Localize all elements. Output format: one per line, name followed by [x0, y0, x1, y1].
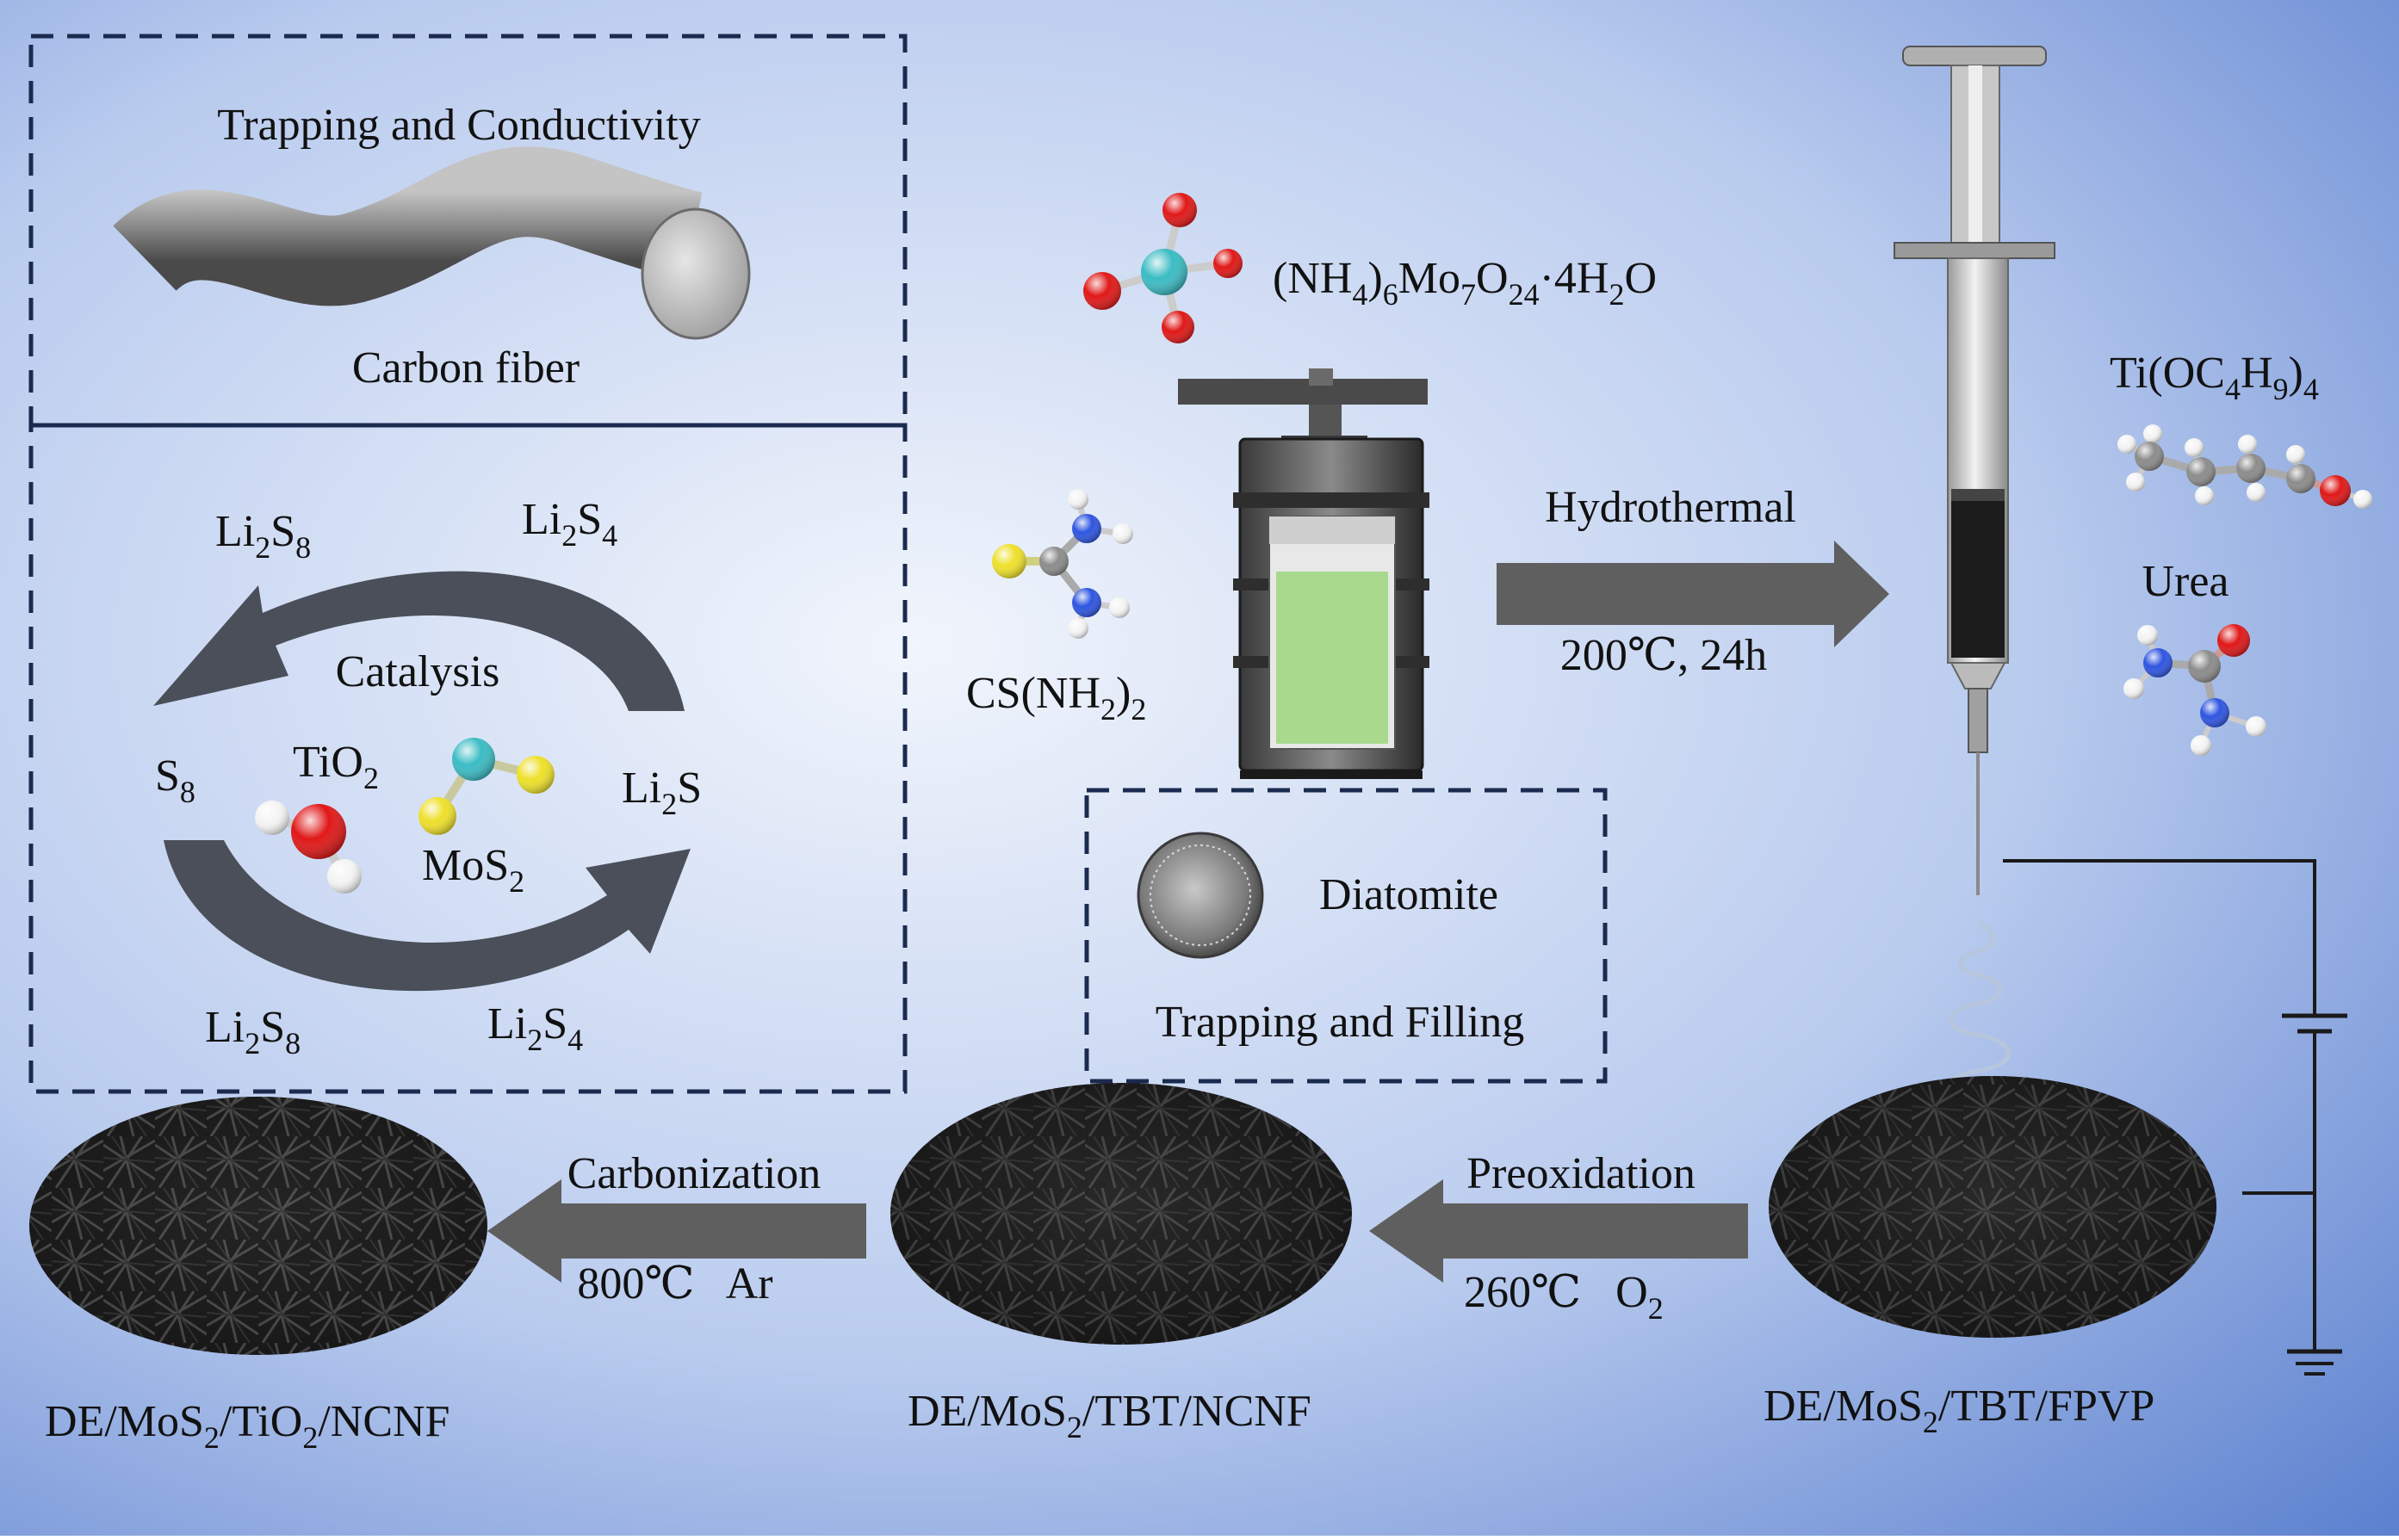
product-final-label: DE/MoS2/TiO2/NCNF — [45, 1397, 449, 1455]
species-top-left: Li2S8 — [215, 507, 311, 565]
diatomite-caption: Trapping and Filling — [1156, 998, 1525, 1047]
diatomite-panel-border — [1084, 788, 1608, 1084]
catalysis-panel-border — [28, 423, 908, 1094]
species-bottom-left: Li2S8 — [205, 1003, 301, 1061]
mos2-molecule — [418, 738, 555, 835]
molybdate-formula: (NH4)6Mo7O24·4H2O — [1273, 254, 1657, 312]
mat-fpvp — [1769, 1076, 2216, 1338]
carbon-fiber-caption: Carbon fiber — [352, 343, 580, 393]
tio2-molecule — [255, 801, 362, 894]
product-fpvp-label: DE/MoS2/TBT/FPVP — [1764, 1382, 2154, 1439]
urea-label: Urea — [2142, 557, 2229, 606]
cycle-arrow-top — [153, 571, 685, 711]
tbt-formula: Ti(OC4H9)4 — [2110, 349, 2319, 406]
molybdate-molecule — [1083, 193, 1243, 343]
species-top-right: Li2S4 — [522, 495, 617, 553]
preoxidation-label: Preoxidation — [1466, 1149, 1695, 1198]
carbon-fiber-title: Trapping and Conductivity — [217, 101, 700, 150]
diatomite-particle-icon — [1137, 832, 1264, 959]
syringe-illustration — [1894, 46, 2055, 895]
tio2-label: TiO2 — [293, 738, 379, 795]
urea-molecule — [2123, 624, 2266, 756]
mat-final — [29, 1097, 487, 1355]
preoxidation-arrow — [1369, 1179, 1748, 1283]
hydrothermal-label: Hydrothermal — [1545, 483, 1796, 532]
diatomite-particle-rim — [1150, 844, 1251, 946]
thiourea-formula: CS(NH2)2 — [966, 669, 1146, 727]
lithium-sulfide-node: Li2S — [622, 764, 702, 821]
cycle-arrow-bottom — [164, 840, 691, 992]
carbon-fiber-illustration — [113, 146, 751, 340]
mos2-label: MoS2 — [422, 841, 524, 899]
species-bottom-right: Li2S4 — [487, 999, 583, 1057]
thiourea-molecule — [992, 489, 1133, 639]
catalysis-label: Catalysis — [336, 647, 500, 696]
hydrothermal-condition: 200℃, 24h — [1560, 631, 1767, 680]
carbonization-label: Carbonization — [567, 1149, 821, 1198]
carbonization-arrow — [487, 1179, 866, 1283]
tbt-molecule — [2117, 424, 2372, 509]
sulfur-node: S8 — [155, 751, 195, 809]
autoclave-illustration — [1178, 368, 1429, 779]
diatomite-label: Diatomite — [1319, 870, 1498, 919]
product-ncnf-label: DE/MoS2/TBT/NCNF — [908, 1387, 1311, 1444]
electrospinning-jet — [1943, 918, 2011, 1106]
carbonization-condition: 800℃ Ar — [577, 1259, 772, 1308]
electrospinning-circuit — [2003, 859, 2347, 1376]
hydrothermal-arrow — [1497, 541, 1889, 647]
mat-ncnf — [890, 1083, 1352, 1345]
